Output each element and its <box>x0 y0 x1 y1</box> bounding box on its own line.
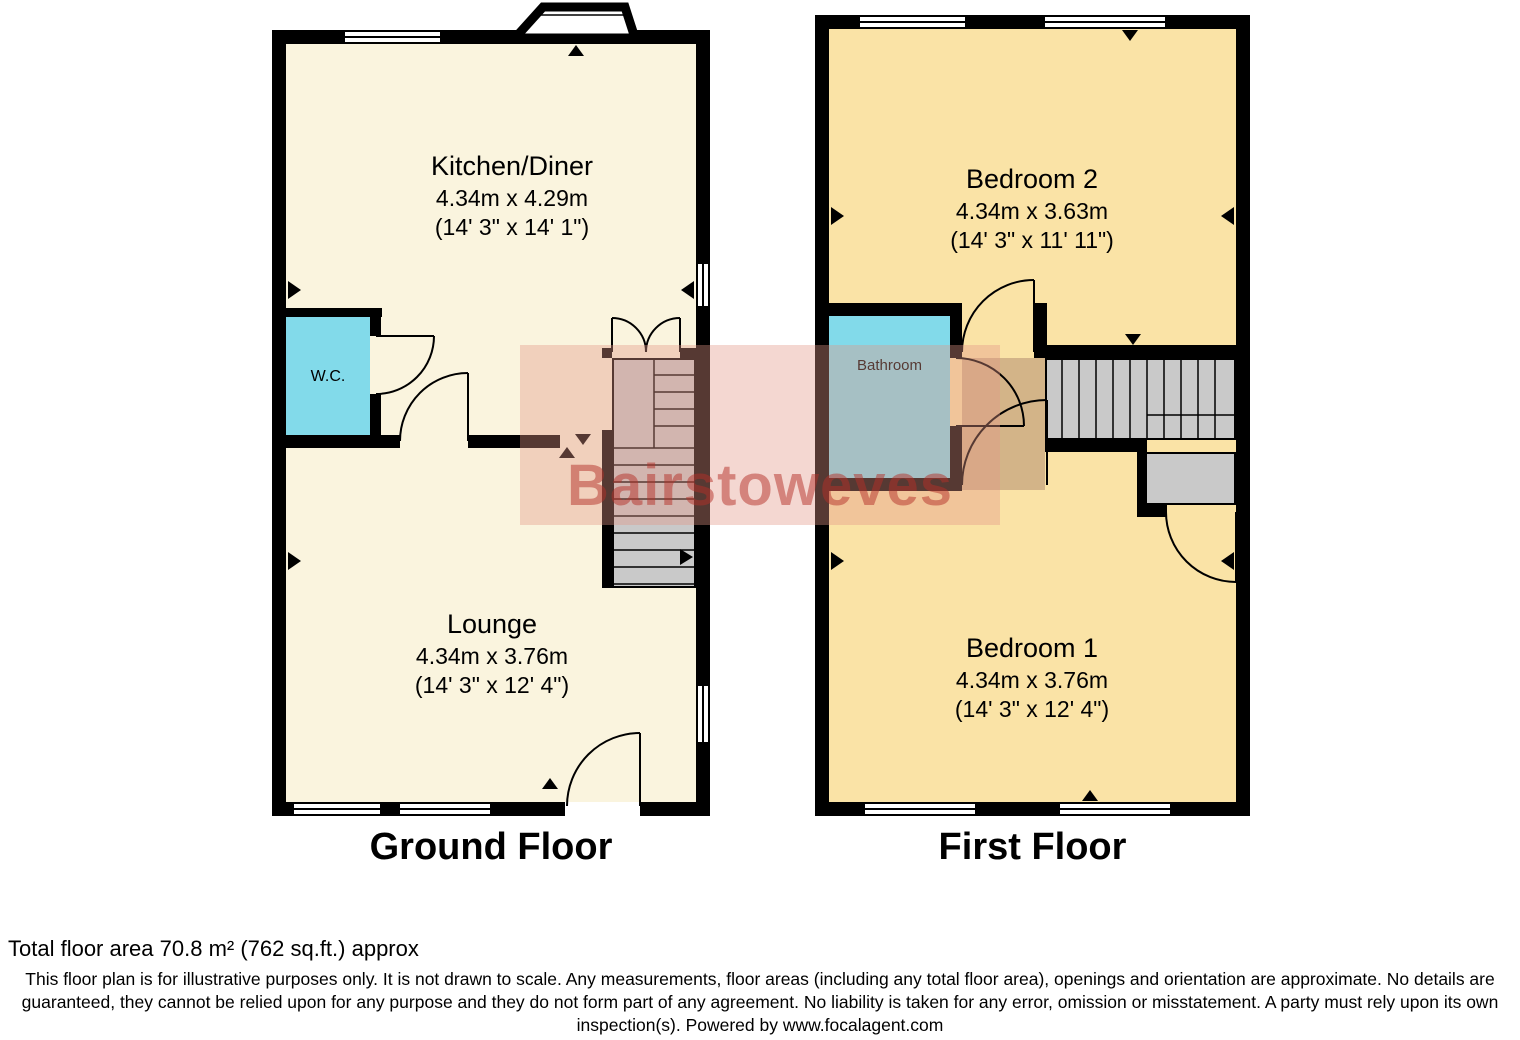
bathroom-fill <box>829 316 950 478</box>
lounge-dims-metric: 4.34m x 3.76m <box>415 642 569 669</box>
watermark-box <box>520 345 1000 525</box>
ground-floor-caption: Ground Floor <box>369 826 613 868</box>
bathroom-wall-right-upper <box>950 303 962 358</box>
lounge-label: Lounge 4.34m x 3.76m (14' 3" x 12' 4") <box>342 608 642 699</box>
first-floor-caption: First Floor <box>938 826 1127 868</box>
wc-wall-top <box>286 308 382 317</box>
ground-floor-plan: Kitchen/Diner 4.34m x 4.29m (14' 3" x 14… <box>272 0 710 816</box>
ground-wall-left <box>272 30 286 816</box>
watermark-text: Bairstoweves <box>567 453 953 518</box>
kitchen-lounge-wall-a <box>286 435 400 448</box>
bedroom2-name: Bedroom 2 <box>965 164 1099 194</box>
bathroom-wall-right-lower <box>950 426 962 490</box>
lounge-bottom-window-1 <box>294 802 380 816</box>
bedroom1-label: Bedroom 1 4.34m x 3.76m (14' 3" x 12' 4"… <box>882 632 1182 723</box>
bedroom1-name: Bedroom 1 <box>965 633 1099 663</box>
front-door-opening <box>565 802 640 816</box>
stair-wall-top-a <box>602 348 612 358</box>
first-wall-right <box>1236 15 1250 816</box>
bedroom2-wall-right <box>1034 345 1236 358</box>
lounge-bottom-window-2 <box>400 802 490 816</box>
lounge-name: Lounge <box>446 609 538 639</box>
stair-wall-top-b <box>680 348 696 358</box>
bedroom2-top-window-1 <box>860 15 965 29</box>
bay-window-opening <box>522 30 628 44</box>
cupboard-wall-bottom <box>1137 505 1167 517</box>
bedroom2-wall-left <box>815 303 962 316</box>
understairs-wall <box>1045 440 1145 452</box>
ground-wall-right <box>696 30 710 816</box>
cupboard-wall-left <box>1137 440 1147 517</box>
bedroom1-bottom-window-2 <box>1060 802 1170 816</box>
cupboard-fill <box>1145 452 1236 505</box>
bedroom2-top-window-2 <box>1045 15 1165 29</box>
disclaimer-text: This floor plan is for illustrative purp… <box>21 969 1499 1036</box>
bedroom2-wall-connector <box>1034 303 1047 358</box>
kitchen-right-window <box>696 264 710 306</box>
bedroom1-dims-metric: 4.34m x 3.76m <box>955 666 1109 693</box>
kitchen-top-window <box>345 30 440 44</box>
kitchen-dims-imperial: (14' 3" x 14' 1") <box>434 213 590 240</box>
ground-wall-top <box>272 30 710 44</box>
kitchen-lounge-wall-b <box>468 435 560 448</box>
bedroom1-dims-imperial: (14' 3" x 12' 4") <box>954 695 1110 722</box>
first-staircase <box>1045 358 1236 440</box>
wc-room-fill <box>286 317 370 435</box>
kitchen-name: Kitchen/Diner <box>430 151 594 181</box>
kitchen-dims-metric: 4.34m x 4.29m <box>435 184 589 211</box>
kitchen-label: Kitchen/Diner 4.34m x 4.29m (14' 3" x 14… <box>362 150 662 241</box>
wc-label: W.C. <box>310 368 346 385</box>
bedroom2-dims-metric: 4.34m x 3.63m <box>955 197 1109 224</box>
stair-wall-left <box>602 430 612 588</box>
bathroom-wall-bottom <box>815 478 962 491</box>
bedroom2-dims-imperial: (14' 3" x 11' 11") <box>950 226 1114 253</box>
bedroom2-label: Bedroom 2 4.34m x 3.63m (14' 3" x 11' 11… <box>882 163 1182 254</box>
first-wall-left <box>815 15 829 816</box>
total-floor-area-text: Total floor area 70.8 m² (762 sq.ft.) ap… <box>8 936 419 961</box>
wc-wall-right-lower <box>370 394 381 441</box>
lounge-right-window <box>696 686 710 742</box>
bedroom1-bottom-window-1 <box>865 802 975 816</box>
bathroom-label: Bathroom <box>856 357 923 374</box>
wc-wall-right-upper <box>370 308 381 336</box>
first-floor-plan: Bedroom 2 4.34m x 3.63m (14' 3" x 11' 11… <box>815 0 1250 816</box>
lounge-dims-imperial: (14' 3" x 12' 4") <box>414 671 570 698</box>
